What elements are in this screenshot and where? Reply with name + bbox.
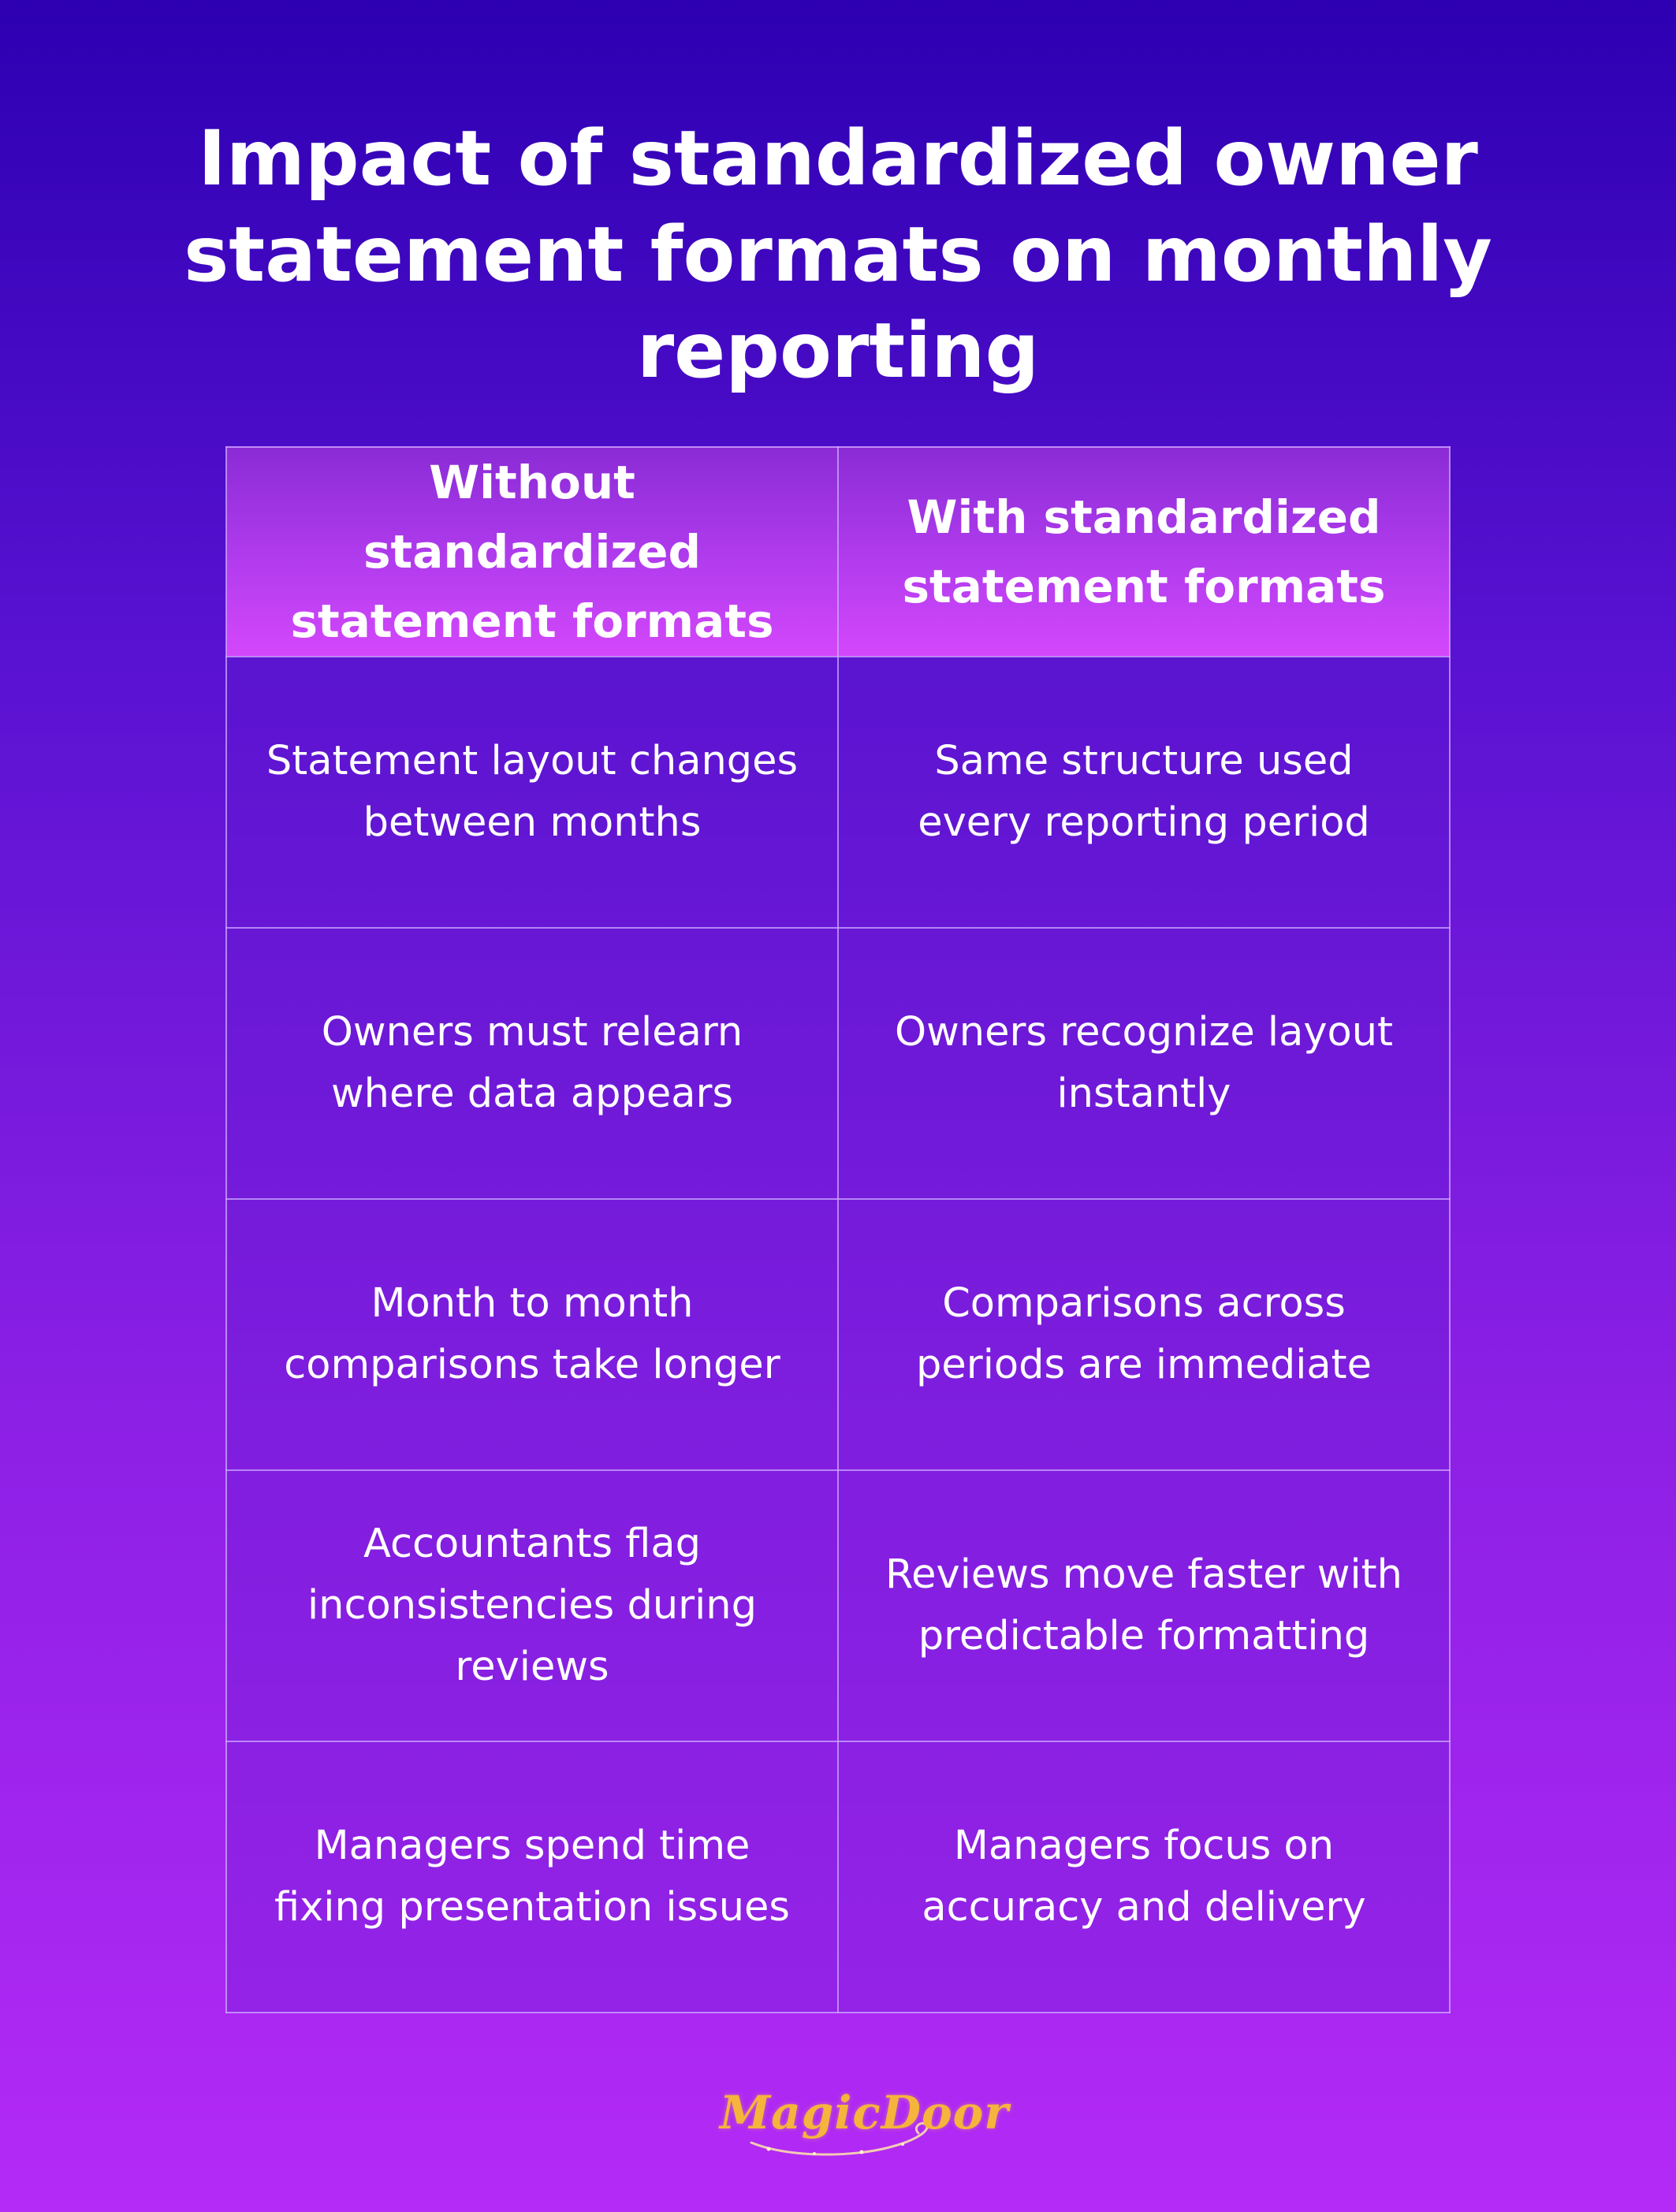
- cell-with: Same structure used every reporting peri…: [837, 656, 1451, 929]
- cell-with: Reviews move faster with predictable for…: [837, 1469, 1451, 1742]
- header-with-standardized: With standardized statement formats: [837, 446, 1451, 657]
- table-row: Month to month comparisons take longer C…: [225, 1198, 1451, 1471]
- page-title-line-2: statement formats on monthly reporting: [184, 210, 1492, 395]
- cell-without: Month to month comparisons take longer: [225, 1198, 839, 1471]
- table-row: Statement layout changes between months …: [225, 656, 1451, 929]
- table-row: Managers spend time fixing presentation …: [225, 1741, 1451, 2013]
- cell-with: Owners recognize layout instantly: [837, 927, 1451, 1200]
- logo-sparkle-swirl-icon: [750, 2121, 929, 2156]
- header-without-standardized: Without standardized statement formats: [225, 446, 839, 657]
- page-title-line-1: Impact of standardized owner: [198, 114, 1478, 203]
- cell-with: Comparisons across periods are immediate: [837, 1198, 1451, 1471]
- table-row: Owners must relearn where data appears O…: [225, 927, 1451, 1200]
- magicdoor-logo: MagicDoor: [720, 2081, 1009, 2160]
- cell-without: Owners must relearn where data appears: [225, 927, 839, 1200]
- cell-without: Accountants flag inconsistencies during …: [225, 1469, 839, 1742]
- table-header-row: Without standardized statement formats W…: [225, 446, 1451, 657]
- cell-without: Managers spend time fixing presentation …: [225, 1741, 839, 2013]
- page-title: Impact of standardized owner statement f…: [0, 110, 1676, 399]
- table-row: Accountants flag inconsistencies during …: [225, 1469, 1451, 1742]
- comparison-table: Without standardized statement formats W…: [225, 446, 1451, 2013]
- logo-wordmark: MagicDoor: [720, 2086, 1009, 2139]
- cell-with: Managers focus on accuracy and delivery: [837, 1741, 1451, 2013]
- cell-without: Statement layout changes between months: [225, 656, 839, 929]
